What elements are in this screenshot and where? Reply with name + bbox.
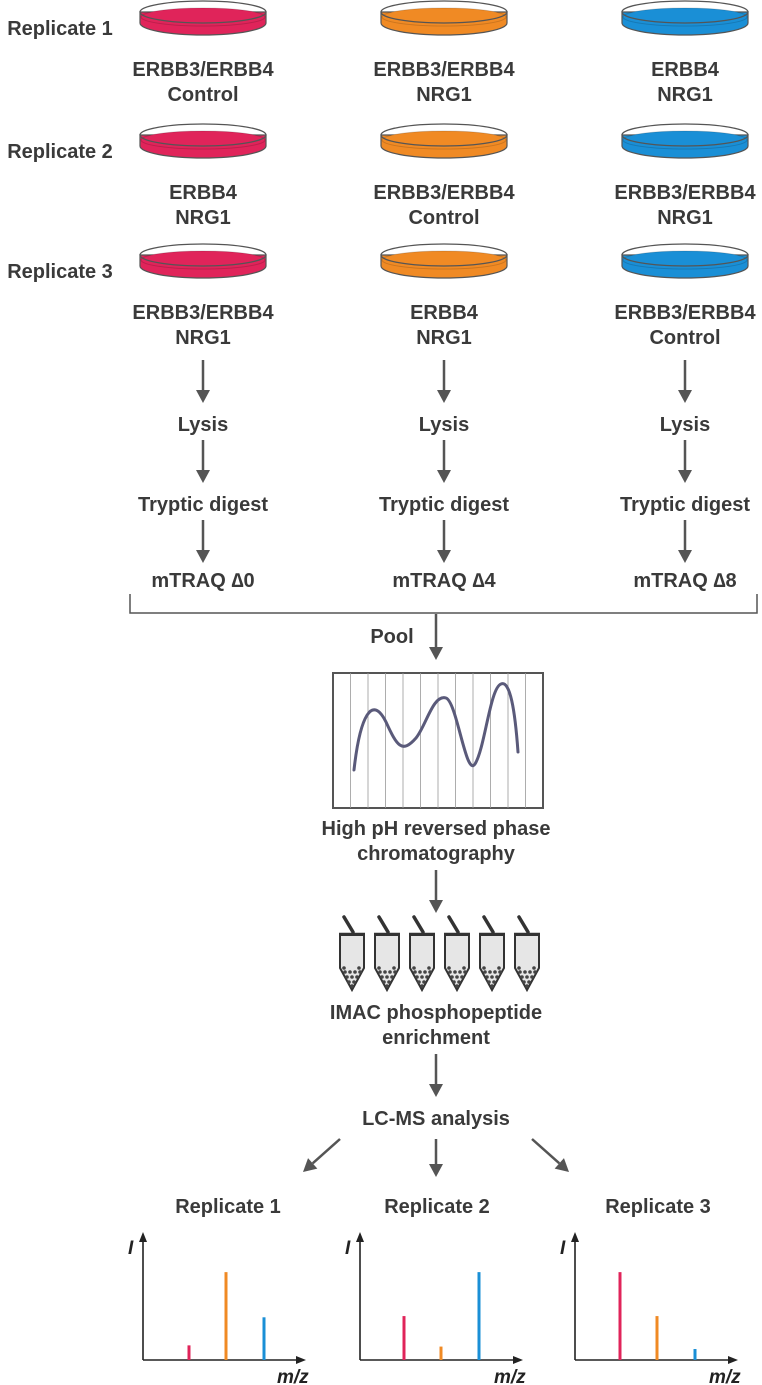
culture-dish-r1-red xyxy=(139,0,267,36)
pool-bracket xyxy=(129,594,758,614)
dish-label-genotype: ERBB3/ERBB4 xyxy=(373,59,515,81)
dish-label-treatment: Control xyxy=(167,84,238,106)
dish-label-genotype: ERBB4 xyxy=(169,182,238,204)
branch-arrow-right xyxy=(531,1138,569,1172)
spectrum-2: Replicate 2 Im/z xyxy=(345,1196,526,1385)
y-axis-label: I xyxy=(345,1238,351,1259)
dish-label-treatment: Control xyxy=(649,327,720,349)
spectrum-title: Replicate 2 xyxy=(384,1196,490,1218)
tryptic-digest-label: Tryptic digest xyxy=(138,494,268,516)
down-arrow xyxy=(196,360,210,403)
y-axis-label: I xyxy=(560,1238,566,1259)
down-arrow xyxy=(196,520,210,563)
dish-label-genotype: ERBB3/ERBB4 xyxy=(614,302,756,324)
down-arrow xyxy=(437,360,451,403)
dish-label-treatment: NRG1 xyxy=(416,84,472,106)
tryptic-digest-label: Tryptic digest xyxy=(379,494,509,516)
culture-dish-r3-blue xyxy=(621,243,749,279)
mtraq-label: mTRAQ ∆0 xyxy=(151,570,254,592)
spectrum-title: Replicate 3 xyxy=(605,1196,711,1218)
down-arrow xyxy=(678,520,692,563)
spectrum-title: Replicate 1 xyxy=(175,1196,281,1218)
y-axis-label: I xyxy=(128,1238,134,1259)
imac-label-line2: enrichment xyxy=(382,1027,490,1049)
down-arrow xyxy=(437,440,451,483)
tube-icon xyxy=(479,915,505,993)
dish-label-genotype: ERBB4 xyxy=(651,59,720,81)
dish-label-genotype: ERBB3/ERBB4 xyxy=(132,302,274,324)
x-axis-label: m/z xyxy=(277,1367,309,1385)
replicate-label-2: Replicate 2 xyxy=(7,141,113,163)
dish-label-treatment: NRG1 xyxy=(657,84,713,106)
tube-icon xyxy=(444,915,470,993)
pool-label: Pool xyxy=(370,626,413,648)
imac-label-line1: IMAC phosphopeptide xyxy=(330,1002,542,1024)
culture-dish-r1-orange xyxy=(380,0,508,36)
dish-label-treatment: Control xyxy=(408,207,479,229)
lysis-label: Lysis xyxy=(178,414,228,436)
tube-icon xyxy=(409,915,435,993)
imac-tubes xyxy=(339,915,540,993)
branch-arrow-center xyxy=(429,1139,443,1177)
dish-label-treatment: NRG1 xyxy=(175,327,231,349)
mtraq-label: mTRAQ ∆4 xyxy=(392,570,496,592)
down-arrow xyxy=(678,360,692,403)
down-arrow xyxy=(437,520,451,563)
lysis-label: Lysis xyxy=(419,414,469,436)
down-arrow xyxy=(678,440,692,483)
chromatogram xyxy=(332,672,544,809)
culture-dish-r3-orange xyxy=(380,243,508,279)
chromatography-label-line2: chromatography xyxy=(357,843,516,865)
mtraq-label: mTRAQ ∆8 xyxy=(633,570,736,592)
chromatography-label-line1: High pH reversed phase xyxy=(322,818,551,840)
tube-icon xyxy=(514,915,540,993)
culture-dish-r3-red xyxy=(139,243,267,279)
branch-arrow-left xyxy=(303,1138,341,1172)
culture-dish-r2-red xyxy=(139,123,267,159)
x-axis-label: m/z xyxy=(709,1367,741,1385)
dish-label-genotype: ERBB4 xyxy=(410,302,479,324)
dish-label-treatment: NRG1 xyxy=(175,207,231,229)
down-arrow xyxy=(429,1054,443,1097)
tube-icon xyxy=(339,915,365,993)
culture-dish-r2-blue xyxy=(621,123,749,159)
dish-label-genotype: ERBB3/ERBB4 xyxy=(373,182,515,204)
culture-dish-r2-orange xyxy=(380,123,508,159)
down-arrow xyxy=(196,440,210,483)
dish-label-treatment: NRG1 xyxy=(416,327,472,349)
x-axis-label: m/z xyxy=(494,1367,526,1385)
replicate-label-3: Replicate 3 xyxy=(7,261,113,283)
dish-label-genotype: ERBB3/ERBB4 xyxy=(614,182,756,204)
tube-icon xyxy=(374,915,400,993)
replicate-label-1: Replicate 1 xyxy=(7,18,113,40)
spectrum-1: Replicate 1 Im/z xyxy=(128,1196,309,1385)
tryptic-digest-label: Tryptic digest xyxy=(620,494,750,516)
dish-label-genotype: ERBB3/ERBB4 xyxy=(132,59,274,81)
lysis-label: Lysis xyxy=(660,414,710,436)
lcms-label: LC-MS analysis xyxy=(362,1108,510,1130)
down-arrow xyxy=(429,614,443,660)
down-arrow xyxy=(429,870,443,913)
dish-label-treatment: NRG1 xyxy=(657,207,713,229)
culture-dish-r1-blue xyxy=(621,0,749,36)
spectrum-3: Replicate 3 Im/z xyxy=(560,1196,741,1385)
